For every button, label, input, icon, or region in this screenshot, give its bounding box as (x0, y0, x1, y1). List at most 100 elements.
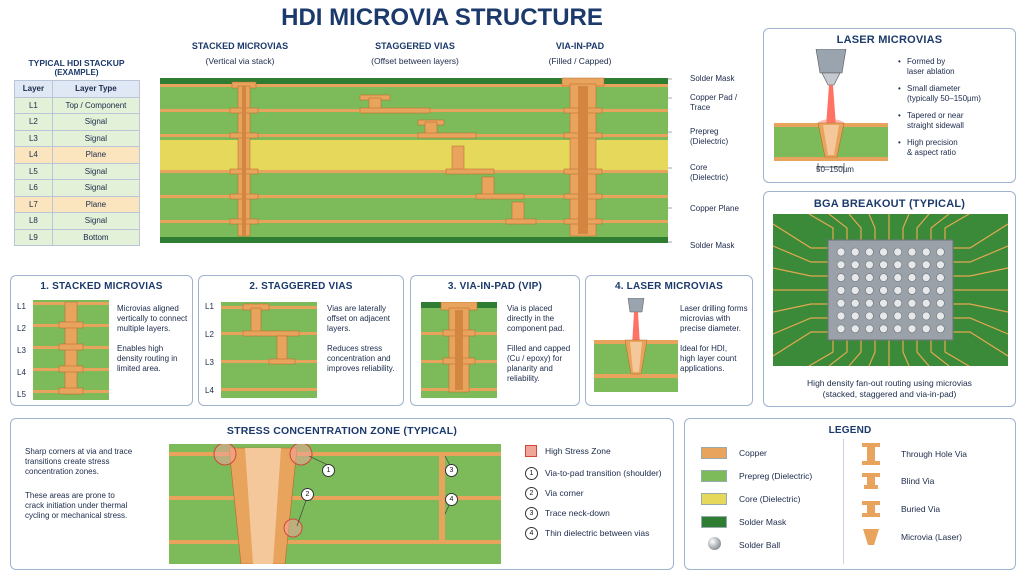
card-laser-text: Laser drilling forms microvias with prec… (680, 304, 748, 373)
xsec-sub-stacked: (Vertical via stack) (205, 56, 275, 66)
card-layer-label: L5 (17, 390, 26, 399)
legend-mask: Solder Mask (739, 517, 787, 527)
stackup-type: Plane (51, 146, 141, 164)
xsec-sub-staggered: (Offset between layers) (371, 56, 459, 66)
page-title: HDI MICROVIA STRUCTURE (281, 4, 603, 31)
card-vip-title: 3. VIA-IN-PAD (VIP) (447, 281, 543, 292)
stackup-subtitle: (EXAMPLE) (54, 68, 99, 77)
stress-marker-4: 4 (445, 493, 458, 506)
legend-buried-via-icon (862, 501, 880, 517)
stackup-title: TYPICAL HDI STACKUP (28, 58, 125, 68)
laser-bullet: Small diameter (typically 50–150µm)• (898, 84, 981, 103)
stackup-layer: L7 (14, 195, 53, 213)
card-layer-label: L2 (205, 330, 214, 339)
card-layer-label: L3 (205, 358, 214, 367)
stackup-type: Signal (51, 113, 141, 131)
card-layer-label: L4 (205, 386, 214, 395)
laser-panel: LASER MICROVIAS 50–150µm Formed by laser… (763, 28, 1016, 183)
xsec-header-vip: VIA-IN-PAD (555, 41, 605, 51)
laser-dimension: 50–150µm (816, 165, 854, 174)
legend-buried-via: Buried Via (901, 504, 941, 514)
stress-panel: STRESS CONCENTRATION ZONE (TYPICAL) Shar… (10, 418, 674, 570)
bga-title: BGA BREAKOUT (TYPICAL) (813, 198, 966, 210)
stress-marker-1: 1 (322, 464, 335, 477)
legend-solder-ball-icon (708, 537, 721, 550)
card-laser-diagram (594, 298, 678, 392)
legend-core: Core (Dielectric) (739, 494, 801, 504)
stress-marker-2: 2 (301, 488, 314, 501)
stress-marker-3: 3 (445, 464, 458, 477)
card-staggered-diagram (221, 302, 317, 398)
legend-title: LEGEND (828, 425, 872, 436)
stackup-type: Signal (51, 129, 141, 147)
card-layer-label: L2 (17, 324, 26, 333)
stress-item-number: 1 (525, 467, 538, 480)
card-stacked-title: 1. STACKED MICROVIAS (40, 281, 163, 292)
card-laser-title: 4. LASER MICROVIAS (614, 281, 724, 292)
legend-panel: LEGEND Copper Prepreg (Dielectric) Core … (684, 418, 1016, 570)
xsec-header-staggered: STAGGERED VIAS (375, 41, 455, 51)
legend-blind-via-icon (862, 473, 880, 489)
stress-item-number: 4 (525, 527, 538, 540)
cross-section-diagram (160, 77, 672, 243)
stress-item-label: Thin dielectric between vias (545, 528, 650, 538)
legend-divider (843, 439, 844, 564)
stackup-layer: L4 (14, 146, 53, 164)
laser-bullet: Tapered or near straight sidewall• (898, 111, 964, 130)
legend-swatch-copper (701, 447, 727, 459)
stackup-layer: L8 (14, 212, 53, 230)
xsec-label-prepreg: Prepreg (Dielectric) (690, 127, 729, 146)
legend-swatch-mask (701, 516, 727, 528)
card-vip-text: Via is placed directly in the component … (507, 304, 571, 383)
card-layer-label: L4 (17, 368, 26, 377)
legend-through-hole: Through Hole Via (901, 449, 967, 459)
stress-diagram (169, 444, 501, 564)
bga-panel: BGA BREAKOUT (TYPICAL) High density fan-… (763, 191, 1016, 407)
stackup-layer: L3 (14, 129, 53, 147)
bga-diagram (773, 214, 1008, 366)
stress-key-label: High Stress Zone (545, 446, 611, 456)
stackup-layer: L1 (14, 96, 53, 114)
stress-key-swatch (525, 445, 537, 457)
stress-text-1: Sharp corners at via and trace transitio… (25, 447, 133, 476)
legend-swatch-core (701, 493, 727, 505)
legend-blind-via: Blind Via (901, 476, 935, 486)
xsec-label-solder-mask-bottom: Solder Mask (690, 241, 735, 250)
legend-swatch-prepreg (701, 470, 727, 482)
legend-copper: Copper (739, 448, 767, 458)
laser-diagram (774, 49, 888, 171)
stackup-type: Plane (51, 195, 141, 213)
card-vip: 3. VIA-IN-PAD (VIP) Via is placed direct… (410, 275, 580, 406)
xsec-header-stacked: STACKED MICROVIAS (191, 41, 289, 51)
stress-item-number: 3 (525, 507, 538, 520)
laser-bullets: Formed by laser ablation• Small diameter … (898, 57, 1013, 165)
card-stacked-text: Microvias aligned vertically to connect … (117, 304, 188, 373)
stackup-layer: L2 (14, 113, 53, 131)
xsec-label-copper-pad: Copper Pad / Trace (690, 93, 738, 112)
legend-solder-ball: Solder Ball (739, 540, 781, 550)
legend-microvia-icon (863, 529, 879, 545)
stackup-type: Signal (51, 179, 141, 197)
card-vip-diagram (421, 302, 497, 398)
laser-bullet: High precision & aspect ratio• (898, 138, 958, 157)
stress-item-label: Via corner (545, 488, 584, 498)
stackup-header-layer: Layer (14, 80, 53, 98)
laser-bullet: Formed by laser ablation• (898, 57, 955, 76)
stress-text-2: These areas are prone to crack initiatio… (25, 491, 128, 520)
card-staggered-text: Vias are laterally offset on adjacent la… (327, 304, 395, 373)
stackup-layer: L5 (14, 162, 53, 180)
stackup-layer: L6 (14, 179, 53, 197)
xsec-label-copper-plane: Copper Plane (690, 204, 739, 213)
stackup-layer: L9 (14, 228, 53, 246)
